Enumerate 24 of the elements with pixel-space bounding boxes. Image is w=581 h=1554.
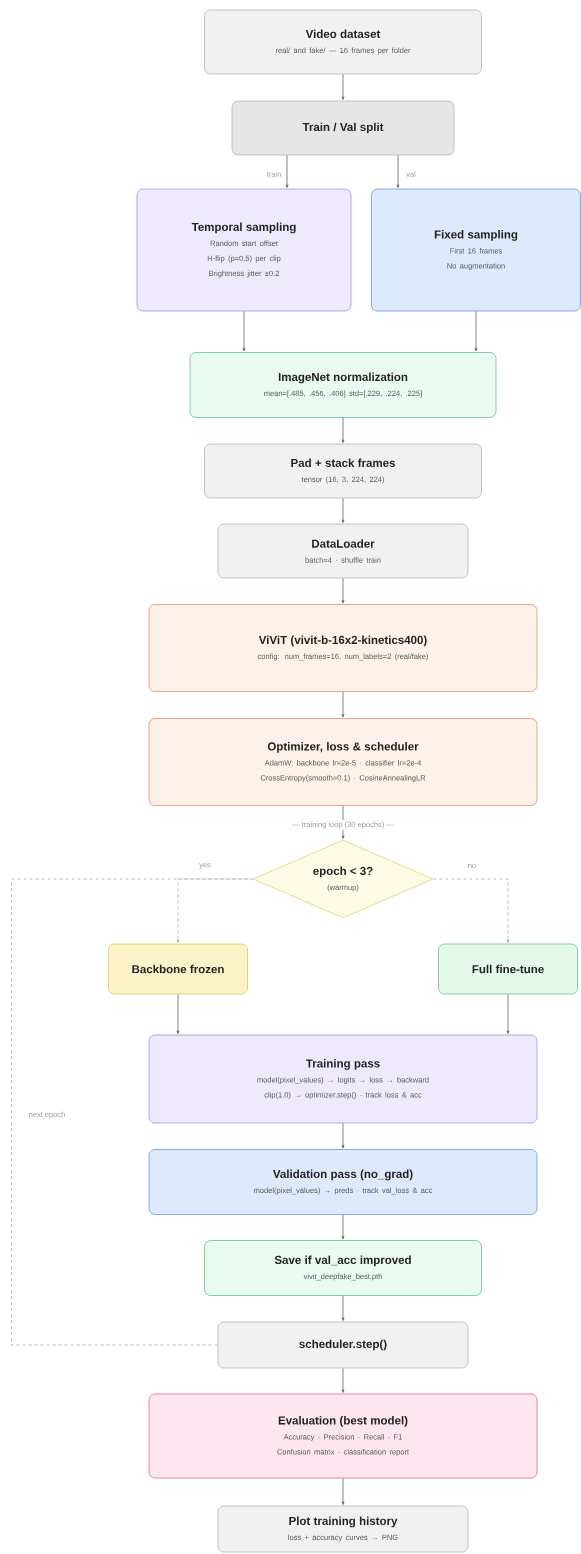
arrow	[341, 74, 345, 100]
arrow	[176, 994, 180, 1034]
process-box: scheduler.step()	[217, 1321, 469, 1369]
arrow	[341, 1123, 345, 1149]
arrow	[341, 691, 345, 718]
arrow	[396, 155, 400, 188]
arrow	[341, 417, 345, 443]
process-box: Full fine-tune	[438, 943, 578, 995]
arrow	[341, 498, 345, 523]
dashed-connector-line	[11, 878, 253, 1346]
dashed-arrow	[176, 878, 253, 943]
arrow	[474, 311, 478, 352]
dashed-arrow	[433, 878, 510, 943]
arrow	[242, 311, 246, 352]
arrow	[341, 1478, 345, 1505]
process-box: Backbone frozen	[108, 943, 248, 995]
arrow	[341, 1295, 345, 1321]
arrow	[341, 1214, 345, 1240]
arrow	[341, 578, 345, 604]
process-box: Train / Val split	[231, 100, 455, 156]
arrow	[506, 994, 510, 1034]
arrow	[341, 805, 345, 839]
arrow	[285, 155, 289, 188]
arrow	[341, 1368, 345, 1393]
